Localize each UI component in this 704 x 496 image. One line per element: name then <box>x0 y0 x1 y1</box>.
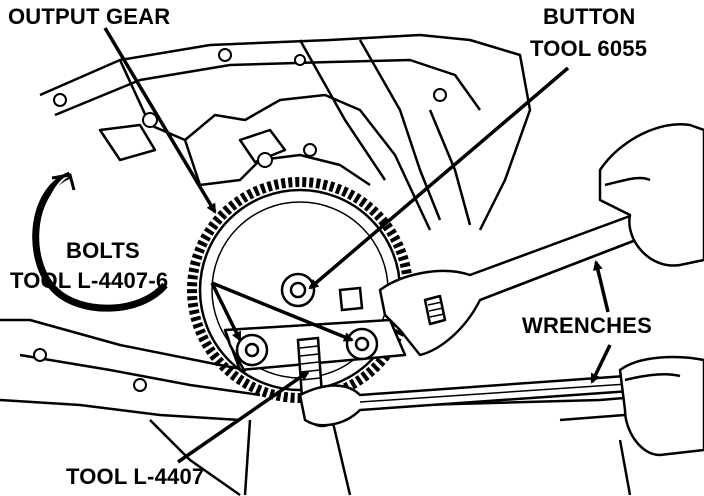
hands <box>598 122 704 457</box>
arrow-button-tool <box>308 66 570 290</box>
leader-lines <box>103 27 612 464</box>
arrow-bolt-right <box>211 281 354 342</box>
button-tool <box>280 272 364 312</box>
upper-wrench <box>378 203 677 357</box>
label-output-gear: OUTPUT GEAR <box>8 4 171 29</box>
label-wrenches: WRENCHES <box>522 313 652 338</box>
label-tool-l4407: TOOL L-4407 <box>66 464 205 489</box>
arrow-wrench-lower <box>590 344 612 384</box>
snap-ring <box>32 171 168 312</box>
label-tool-6055: TOOL 6055 <box>530 36 648 61</box>
label-tool-l4407-6: TOOL L-4407-6 <box>10 268 169 293</box>
arrow-wrench-upper <box>593 260 610 313</box>
tool-bolts <box>235 327 379 367</box>
arrow-bolt-left <box>210 282 242 342</box>
label-button: BUTTON <box>543 4 636 29</box>
arrow-output-gear <box>103 27 217 214</box>
label-bolts: BOLTS <box>66 238 140 263</box>
arrow-tool-l4407 <box>177 370 310 464</box>
